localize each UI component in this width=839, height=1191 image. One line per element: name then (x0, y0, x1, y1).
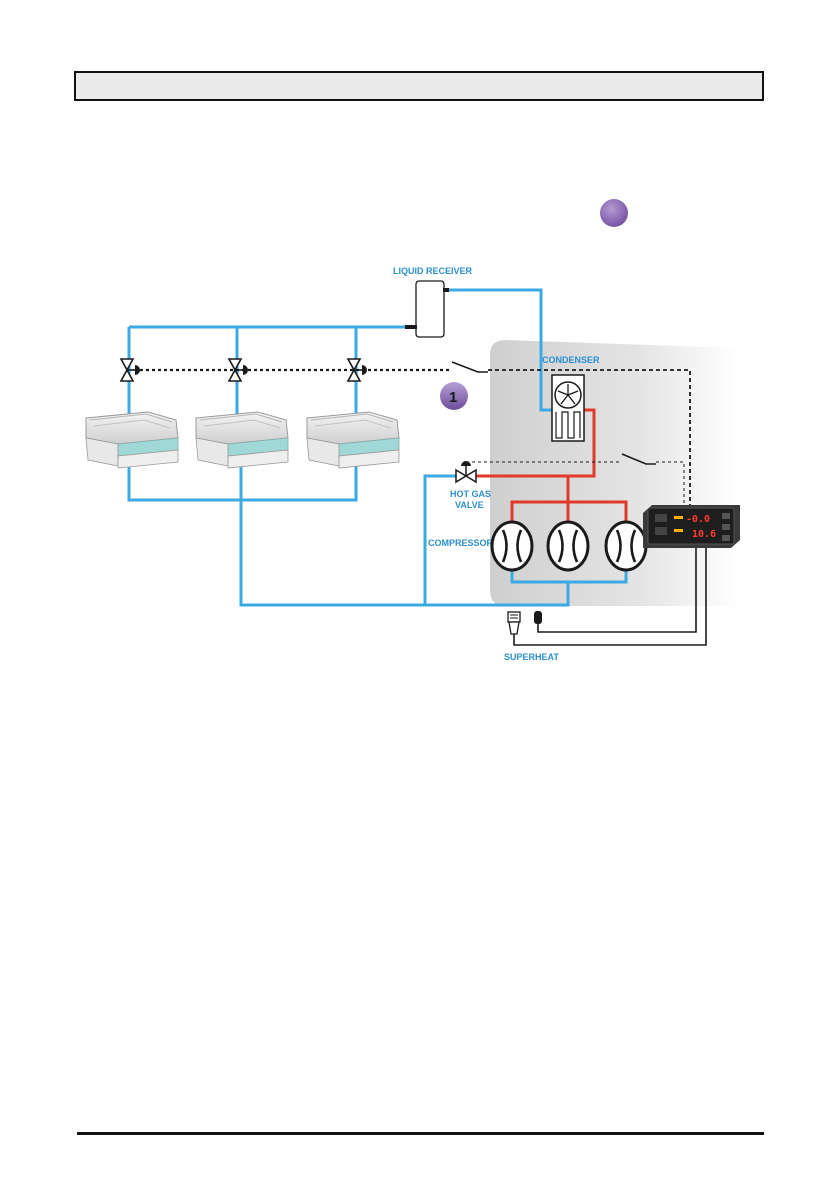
superheat-label: SUPERHEAT (504, 652, 559, 662)
hot-gas-valve-label-1: HOT GAS (450, 489, 491, 499)
liquid-receiver (405, 281, 449, 337)
controller-display-bottom: 10.6 (692, 529, 716, 540)
liquid-receiver-label: LIQUID RECEIVER (393, 266, 473, 276)
compressor-icon (492, 522, 532, 570)
display-case-icon (307, 412, 399, 468)
condenser-fan-icon (552, 375, 584, 441)
controller-icon: -0.0 10.6 (643, 505, 740, 548)
compressor-icon (548, 522, 588, 570)
display-case-icon (86, 412, 178, 468)
controller-display-top: -0.0 (686, 514, 710, 525)
compressor-label: COMPRESSOR (428, 538, 494, 548)
temperature-probe-icon (534, 611, 542, 624)
callout-number: 1 (449, 389, 457, 406)
compressor-icon (606, 522, 646, 570)
footer-rule (77, 1132, 764, 1135)
condenser-label: CONDENSER (542, 355, 600, 365)
pressure-sensor-icon (508, 612, 520, 634)
hot-gas-valve-icon (456, 461, 476, 482)
expansion-valve-icon (121, 359, 140, 381)
display-case-icon (196, 412, 288, 468)
numbered-callout-badge: 1 (440, 382, 468, 410)
hot-gas-valve-label-2: VALVE (455, 500, 484, 510)
